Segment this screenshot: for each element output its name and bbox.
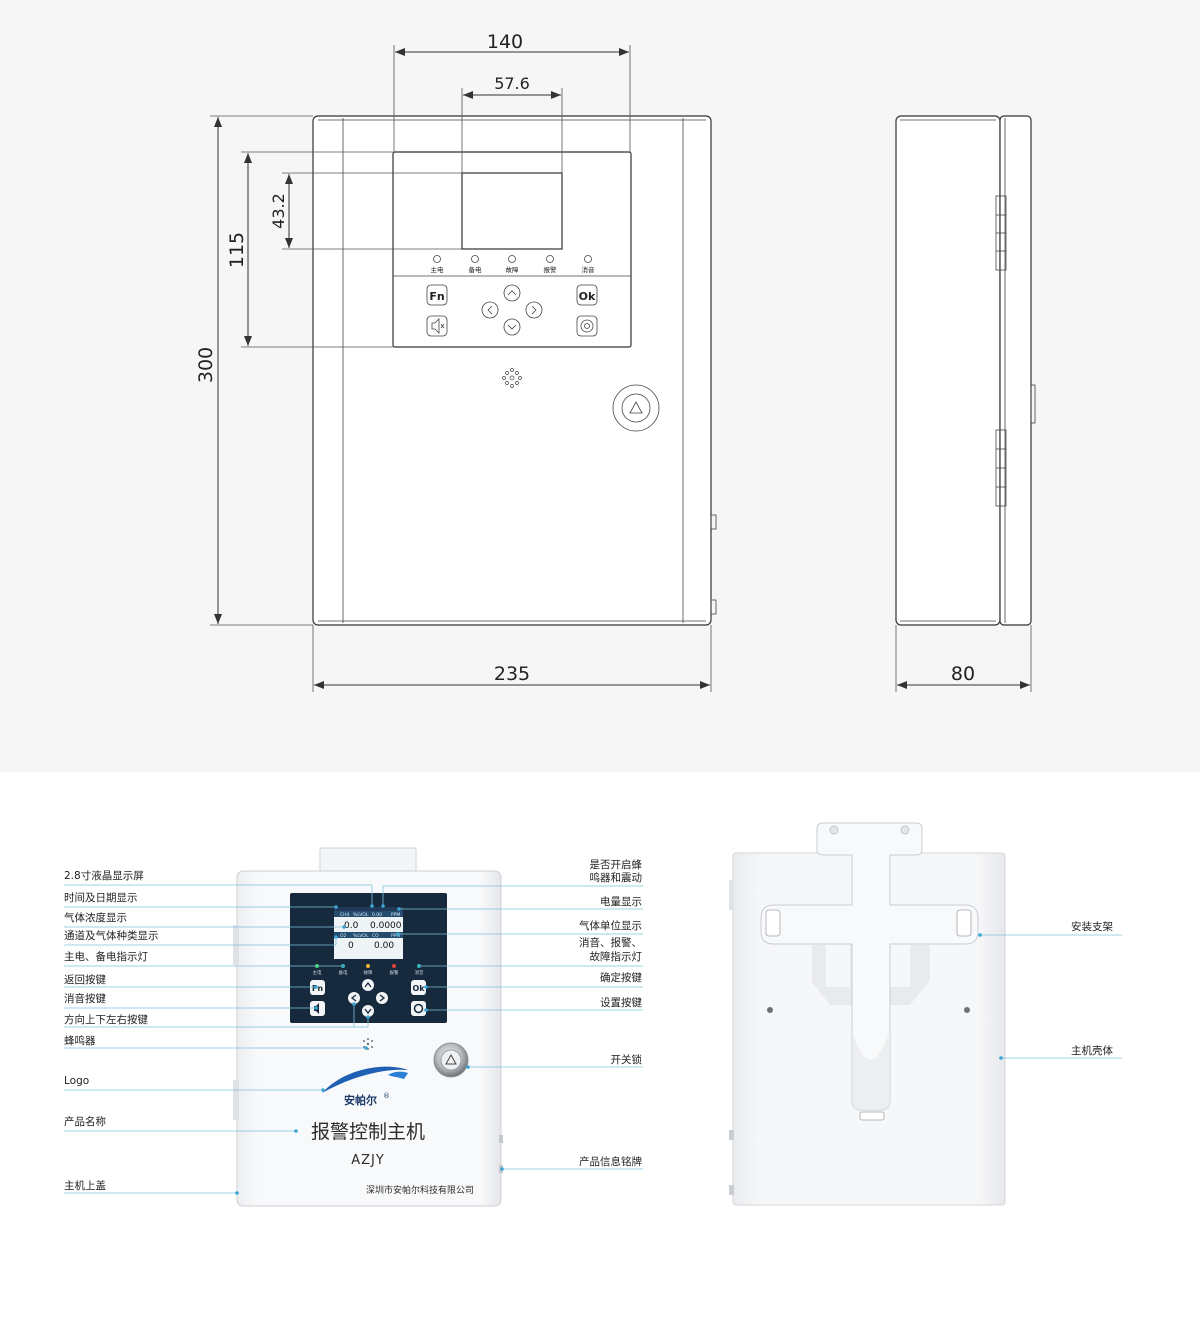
svg-text:O2: O2 — [340, 933, 347, 939]
svg-text:CO: CO — [372, 933, 379, 939]
svg-text:消音: 消音 — [415, 969, 424, 976]
svg-text:Ok: Ok — [412, 984, 425, 993]
label-lcd: 2.8寸液晶显示屏 — [64, 869, 144, 882]
label-top-cover: 主机上盖 — [64, 1179, 106, 1192]
product-photo-front: CH4 %LVOL 0.00 PPM 0.0 0.0000 O2 %LVOL C… — [233, 847, 503, 1207]
front-leaders — [64, 884, 643, 1195]
svg-text:Fn: Fn — [429, 290, 444, 303]
svg-text:%LVOL: %LVOL — [353, 912, 369, 918]
label-mounting-bracket: 安装支架 — [1071, 920, 1113, 933]
brand-name: 安帕尔 — [344, 1093, 377, 1107]
indicator-label-alarm: 报警 — [544, 265, 558, 274]
photo-key-lock — [433, 1042, 469, 1078]
side-drawing: 80 — [895, 115, 1036, 692]
front-drawing: 主电 备电 故障 报警 消音 Fn Ok — [195, 31, 717, 692]
indicator-label-main-power: 主电 — [431, 265, 445, 274]
photo-settings-button — [411, 1001, 426, 1016]
label-key-lock: 开关锁 — [611, 1053, 643, 1066]
label-power-indicators: 主电、备电指示灯 — [64, 950, 148, 963]
svg-text:0.0000: 0.0000 — [370, 921, 402, 931]
label-buzzer-toggle-1: 是否开启蜂 — [590, 858, 643, 871]
drawing-fn-button: Fn — [426, 284, 448, 306]
label-settings-key: 设置按键 — [600, 996, 642, 1009]
svg-text:PPM: PPM — [391, 912, 400, 918]
label-nameplate: 产品信息铭牌 — [579, 1155, 642, 1168]
label-alarm-indicators-2: 故障指示灯 — [590, 950, 643, 963]
label-mute-key: 消音按键 — [64, 992, 106, 1005]
svg-text:0.00: 0.00 — [374, 941, 394, 951]
svg-text:0.00: 0.00 — [372, 912, 382, 918]
dim-panel-height: 115 — [226, 232, 248, 268]
label-battery: 电量显示 — [600, 895, 642, 908]
drawing-direction-pad — [481, 284, 543, 336]
label-datetime: 时间及日期显示 — [64, 891, 138, 904]
label-buzzer: 蜂鸣器 — [64, 1034, 96, 1047]
right-labels: 是否开启蜂 鸣器和震动 电量显示 气体单位显示 消音、报警、 故障指示灯 确定按… — [579, 858, 642, 1168]
svg-text:主电: 主电 — [313, 969, 322, 976]
svg-text:故障: 故障 — [364, 969, 373, 976]
product-name: 报警控制主机 — [311, 1121, 425, 1143]
dim-display-height: 43.2 — [269, 193, 288, 229]
label-direction-keys: 方向上下左右按键 — [64, 1013, 148, 1026]
label-gas-unit: 气体单位显示 — [579, 919, 642, 932]
dim-top-width: 140 — [487, 31, 523, 53]
brand-logo: 安帕尔 ® — [322, 1066, 408, 1107]
label-channel-gas: 通道及气体种类显示 — [64, 929, 159, 942]
drawing-indicators: 主电 备电 故障 报警 消音 — [431, 255, 596, 274]
photo-ok-button: Ok — [411, 980, 426, 995]
left-labels: 2.8寸液晶显示屏 时间及日期显示 气体浓度显示 通道及气体种类显示 主电、备电… — [64, 869, 159, 1192]
company-name: 深圳市安帕尔科技有限公司 — [366, 1184, 474, 1196]
product-photo-back — [729, 822, 1006, 1206]
drawing-buzzer — [502, 368, 522, 388]
product-model: AZJY — [351, 1153, 385, 1168]
photo-direction-pad — [348, 979, 388, 1017]
label-logo: Logo — [64, 1075, 89, 1087]
svg-text:Ok: Ok — [579, 290, 596, 303]
svg-text:Fn: Fn — [312, 984, 323, 993]
drawing-key-lock — [612, 384, 660, 432]
label-product-name: 产品名称 — [64, 1115, 106, 1128]
indicator-label-mute: 消音 — [582, 265, 596, 274]
label-alarm-indicators-1: 消音、报警、 — [579, 936, 642, 949]
svg-text:CH4: CH4 — [340, 912, 350, 918]
drawing-settings-button — [576, 315, 598, 337]
svg-text:报警: 报警 — [390, 969, 399, 976]
svg-text:®: ® — [383, 1092, 390, 1100]
dim-total-height: 300 — [195, 347, 217, 383]
indicator-label-backup-power: 备电 — [469, 265, 483, 274]
label-back-key: 返回按键 — [64, 973, 106, 986]
svg-text:PPM: PPM — [391, 933, 400, 939]
drawing-ok-button: Ok — [576, 284, 598, 306]
label-concentration: 气体浓度显示 — [64, 911, 127, 924]
svg-text:0.0: 0.0 — [344, 921, 359, 931]
drawing-mute-button — [426, 315, 448, 337]
mounting-bracket — [760, 822, 979, 1121]
back-leaders: 安装支架 主机壳体 — [978, 920, 1122, 1060]
label-confirm-key: 确定按键 — [600, 971, 642, 984]
svg-text:0: 0 — [348, 941, 354, 951]
drawing-display — [461, 172, 563, 250]
dim-total-width: 235 — [494, 663, 530, 685]
svg-text:备电: 备电 — [339, 969, 348, 976]
indicator-label-fault: 故障 — [506, 265, 520, 274]
svg-text:%LVOL: %LVOL — [353, 933, 369, 939]
dim-depth: 80 — [951, 663, 975, 685]
dim-display-width: 57.6 — [494, 74, 530, 93]
label-main-housing: 主机壳体 — [1071, 1044, 1113, 1057]
label-buzzer-toggle-2: 鸣器和震动 — [590, 871, 643, 884]
